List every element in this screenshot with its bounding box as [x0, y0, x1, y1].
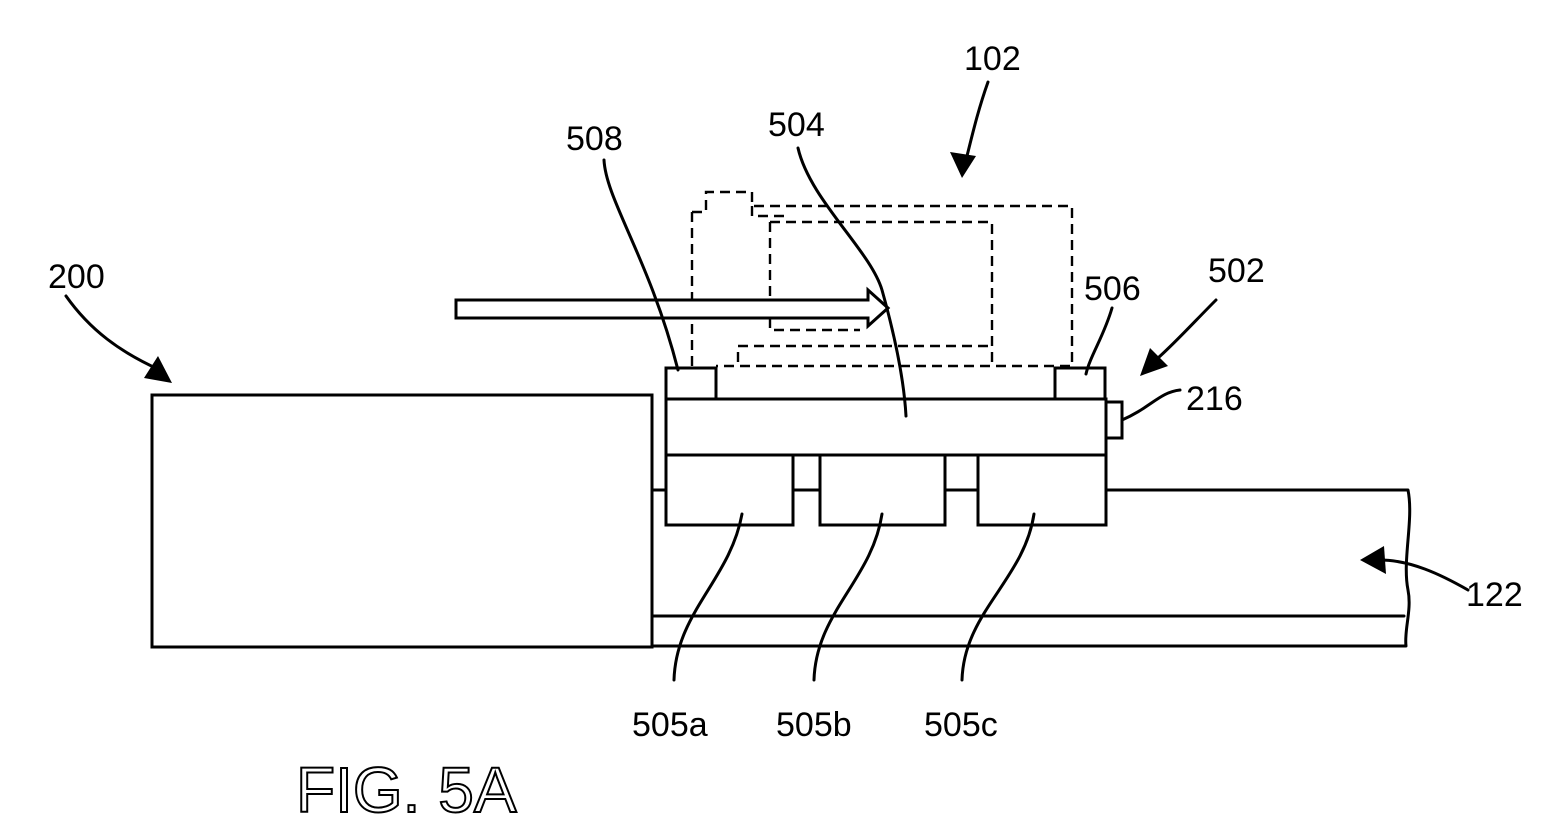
label-102: 102: [964, 40, 1021, 78]
figure-caption: FIG. 5A: [296, 754, 517, 821]
label-508: 508: [566, 120, 623, 158]
leader-505c: [962, 514, 1034, 680]
leader-505b: [814, 514, 882, 680]
leader-216: [1122, 390, 1180, 420]
tab-508: [666, 368, 716, 399]
label-504: 504: [768, 106, 825, 144]
leader-502: [1158, 300, 1216, 358]
block-505c: [978, 455, 1106, 525]
plate-504: [666, 399, 1106, 455]
leader-506: [1086, 308, 1112, 374]
leader-508: [604, 160, 678, 370]
label-505a: 505a: [632, 706, 708, 744]
label-122: 122: [1466, 576, 1523, 614]
insertion-arrow: [456, 290, 888, 326]
arrowhead-102: [950, 152, 976, 178]
tab-506: [1055, 368, 1105, 399]
leader-505a: [674, 514, 742, 680]
arrowhead-200: [144, 356, 172, 383]
label-216: 216: [1186, 380, 1243, 418]
leader-102: [966, 82, 988, 160]
arrowhead-122: [1360, 546, 1386, 574]
label-506: 506: [1084, 270, 1141, 308]
block-200: [152, 395, 652, 647]
label-200: 200: [48, 258, 105, 296]
label-505b: 505b: [776, 706, 852, 744]
leader-504: [798, 148, 906, 416]
label-505c: 505c: [924, 706, 998, 744]
dashed-device-102: [692, 192, 1072, 366]
leader-122: [1380, 560, 1468, 590]
leader-200: [66, 296, 160, 370]
block-505a: [666, 455, 793, 525]
label-502: 502: [1208, 252, 1265, 290]
connector-216: [1106, 402, 1122, 438]
